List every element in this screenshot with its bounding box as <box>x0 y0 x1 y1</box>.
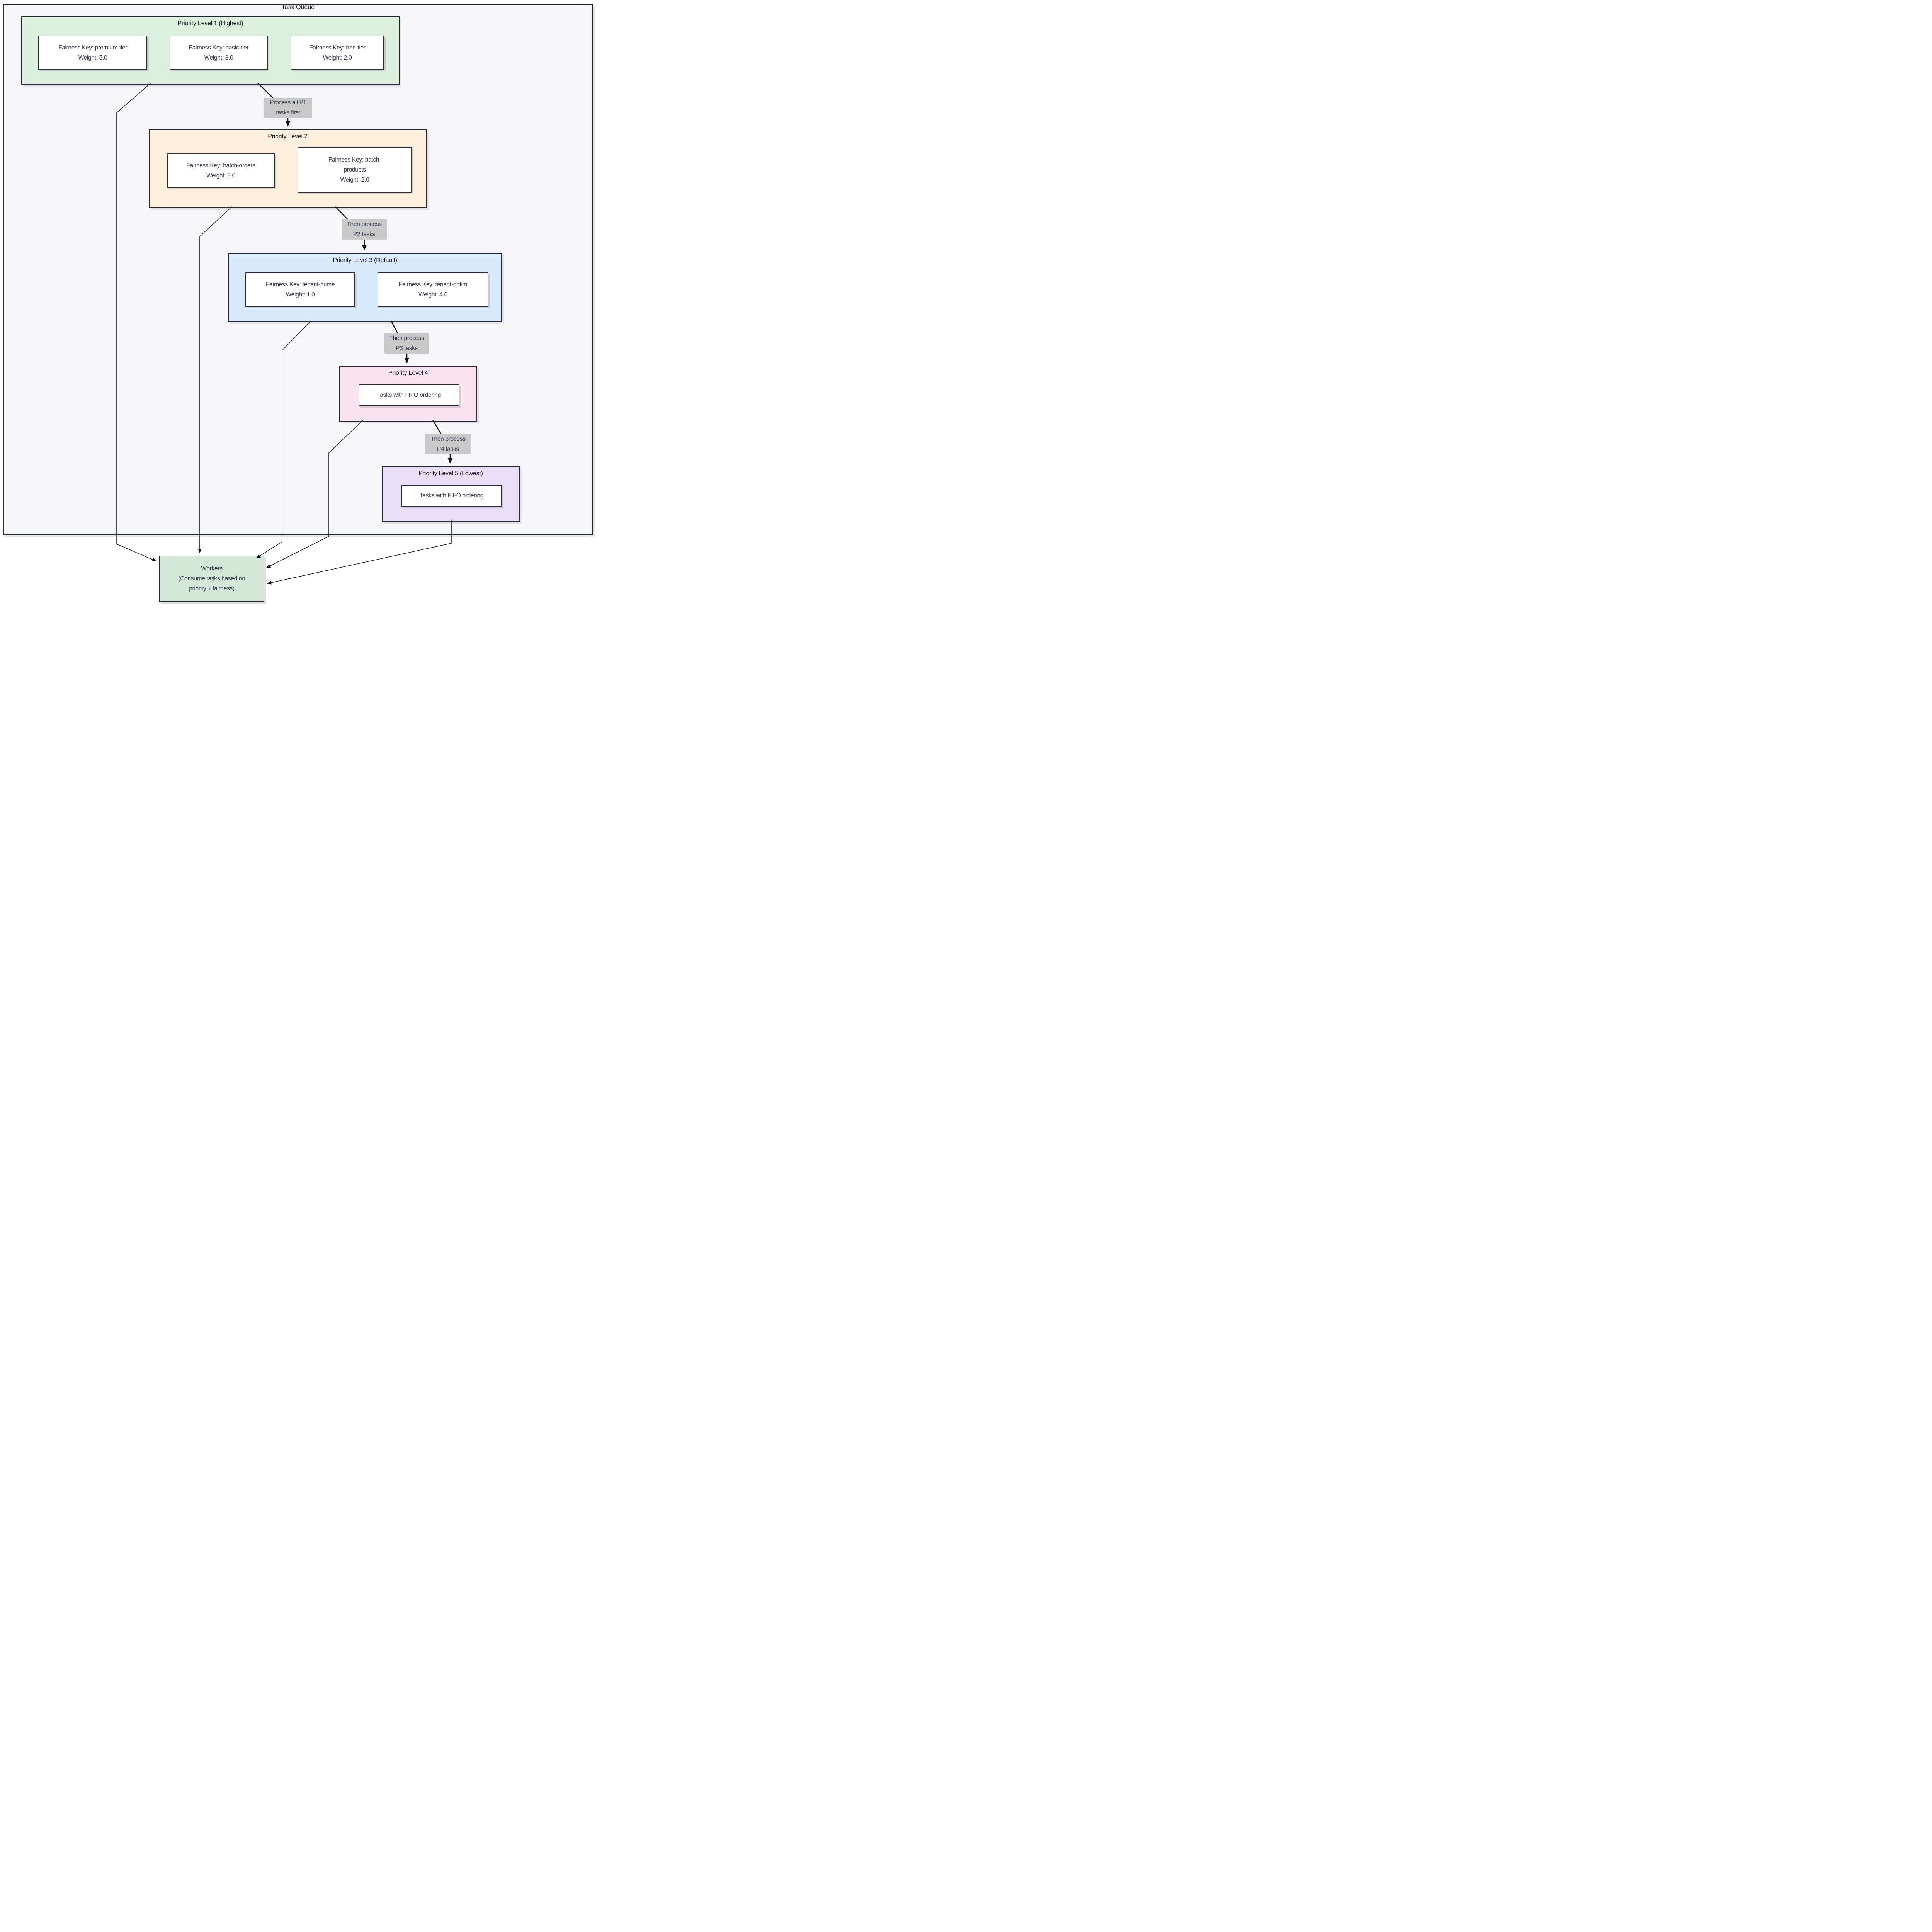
workers-label: Workers <box>201 565 223 572</box>
fairness-key-label: Fairness Key: basic-tier <box>189 44 249 51</box>
edge-label-line: P2 tasks <box>353 231 376 238</box>
fairness-key-label: Fairness Key: free-tier <box>309 44 366 51</box>
weight-label: Weight: 5.0 <box>78 54 107 61</box>
weight-label: Weight: 2.0 <box>323 54 352 61</box>
priority-level-4-title: Priority Level 4 <box>388 370 428 376</box>
fairness-key-label: Fairness Key: tenant-prime <box>265 281 335 288</box>
fifo-label: Tasks with FIFO ordering <box>419 492 484 499</box>
edge-label-process-p2: Then process P2 tasks <box>342 219 387 240</box>
priority-level-2: Priority Level 2 Fairness Key: batch-ord… <box>149 129 427 208</box>
weight-label: Weight: 3.0 <box>206 172 235 179</box>
edge-label-process-p1: Process all P1 tasks first <box>264 98 312 118</box>
edge-label-line: Process all P1 <box>270 99 306 106</box>
priority-level-1: Priority Level 1 (Highest) Fairness Key:… <box>21 16 400 85</box>
edge-label-process-p4: Then process P4 tasks <box>425 434 471 454</box>
edge-label-line: tasks first <box>276 109 300 116</box>
weight-label: Weight: 3.0 <box>204 54 233 61</box>
fifo-label: Tasks with FIFO ordering <box>377 392 441 398</box>
fairness-key-label: Fairness Key: batch-orders <box>186 162 255 169</box>
fairness-key-label: Fairness Key: batch- <box>328 156 381 163</box>
edge-label-process-p3: Then process P3 tasks <box>384 333 429 354</box>
edge-label-line: Then process <box>389 335 424 342</box>
workers-sublabel: priority + fairness) <box>189 585 235 592</box>
edge-label-line: Then process <box>430 436 466 442</box>
weight-label: Weight: 1.0 <box>286 291 315 298</box>
workers-node: Workers (Consume tasks based on priority +… <box>159 556 264 602</box>
task-queue-title: Task Queue <box>281 4 315 10</box>
fifo-tasks-node-p4: Tasks with FIFO ordering <box>359 384 459 406</box>
priority-level-4: Priority Level 4 Tasks with FIFO orderin… <box>339 366 477 422</box>
priority-level-2-title: Priority Level 2 <box>268 133 308 140</box>
priority-level-3-title: Priority Level 3 (Default) <box>333 257 397 264</box>
priority-level-5: Priority Level 5 (Lowest) Tasks with FIF… <box>382 466 520 522</box>
priority-level-5-title: Priority Level 5 (Lowest) <box>418 470 483 477</box>
fairness-key-label: Fairness Key: premium-tier <box>58 44 128 51</box>
fairness-key-label: products <box>344 166 366 173</box>
weight-label: Weight: 2.0 <box>340 176 369 183</box>
workers-sublabel: (Consume tasks based on <box>178 575 245 582</box>
priority-level-3: Priority Level 3 (Default) Fairness Key:… <box>228 253 502 322</box>
edge-label-line: P3 tasks <box>395 345 418 352</box>
priority-level-1-title: Priority Level 1 (Highest) <box>177 20 243 27</box>
fifo-tasks-node-p5: Tasks with FIFO ordering <box>401 485 502 507</box>
edge-label-line: P4 tasks <box>437 446 459 452</box>
fairness-key-label: Fairness Key: tenant-optim <box>398 281 468 288</box>
edge-label-line: Then process <box>347 221 382 228</box>
weight-label: Weight: 4.0 <box>418 291 447 298</box>
